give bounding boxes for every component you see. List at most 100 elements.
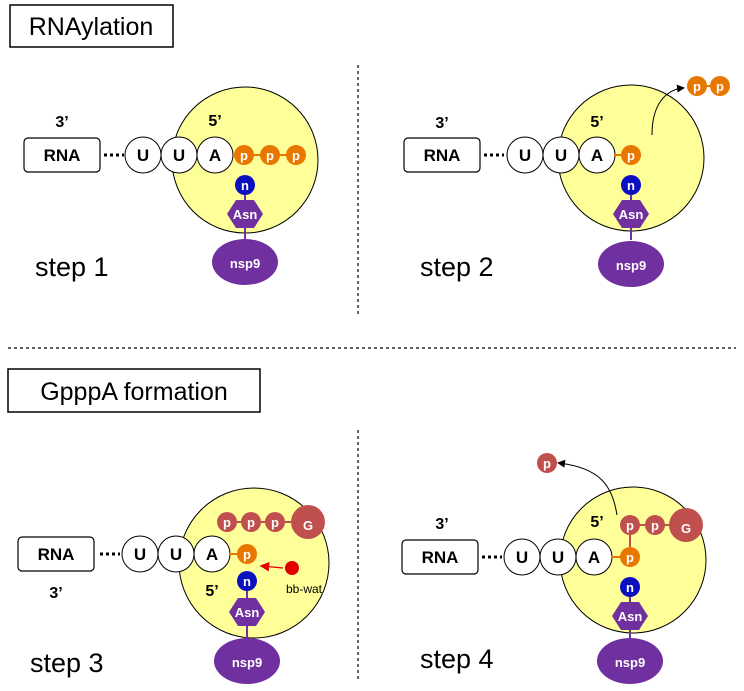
svg-text:Asn: Asn xyxy=(235,605,260,620)
svg-text:Asn: Asn xyxy=(233,207,258,222)
svg-text:p: p xyxy=(627,148,635,163)
svg-text:Asn: Asn xyxy=(619,207,644,222)
phosphate-alpha xyxy=(620,547,640,567)
nsp9-protein xyxy=(598,241,664,287)
three-prime-label: 3’ xyxy=(55,114,68,131)
asn-residue xyxy=(612,602,648,630)
title-gpppa-formation: GpppA formation xyxy=(7,368,261,413)
svg-text:G: G xyxy=(303,518,313,533)
svg-text:nsp9: nsp9 xyxy=(615,655,645,670)
svg-text:n: n xyxy=(243,574,251,589)
bb-wat-label: bb-wat xyxy=(286,582,323,596)
n-terminus xyxy=(621,175,641,195)
phosphate-gamma xyxy=(286,145,306,165)
panel-step-3: RNA 3’ U U A 5’ p p p p G bb-wat n Asn n… xyxy=(17,487,330,684)
svg-text:p: p xyxy=(247,515,255,530)
svg-text:nsp9: nsp9 xyxy=(616,258,646,273)
bb-wat-molecule xyxy=(285,561,299,575)
gtp-phosphate-2 xyxy=(241,512,261,532)
rna-box xyxy=(401,539,479,575)
n-terminus xyxy=(620,577,640,597)
five-prime-label: 5’ xyxy=(208,113,221,130)
svg-text:n: n xyxy=(626,580,634,595)
svg-text:A: A xyxy=(206,545,218,564)
released-pyrophosphate-2 xyxy=(710,76,730,96)
step-2-label: step 2 xyxy=(420,252,494,282)
panel-step-1: RNA 3’ U U A 5’ p p p n Asn nsp9 step 1 xyxy=(23,86,319,285)
release-arrow xyxy=(651,84,685,136)
title-rnaylation: RNAylation xyxy=(9,4,174,48)
n-terminus xyxy=(237,571,257,591)
svg-text:p: p xyxy=(716,79,724,94)
guanosine xyxy=(291,505,325,539)
svg-text:nsp9: nsp9 xyxy=(232,655,262,670)
rna-box xyxy=(17,536,95,572)
rna-label: RNA xyxy=(44,146,81,165)
cap-phosphate-2 xyxy=(645,515,665,535)
svg-text:p: p xyxy=(626,518,634,533)
step-4-label: step 4 xyxy=(420,644,494,674)
nucleophilic-attack-arrow xyxy=(259,561,284,572)
n-terminus xyxy=(235,175,255,195)
rna-box xyxy=(23,137,101,173)
svg-text:U: U xyxy=(173,146,185,165)
svg-text:p: p xyxy=(651,518,659,533)
svg-text:p: p xyxy=(271,515,279,530)
cap-phosphate-1 xyxy=(620,515,640,535)
svg-text:A: A xyxy=(591,146,603,165)
nsp9-protein xyxy=(212,239,278,285)
three-prime-label: 3’ xyxy=(49,585,62,602)
released-pyrophosphate-1 xyxy=(687,76,707,96)
svg-text:U: U xyxy=(170,545,182,564)
nucleotide-a xyxy=(196,136,234,174)
release-arrow xyxy=(557,459,618,516)
nsp9-protein xyxy=(597,638,663,684)
svg-text:p: p xyxy=(240,148,248,163)
phosphate-beta xyxy=(260,145,280,165)
svg-text:U: U xyxy=(519,146,531,165)
svg-text:p: p xyxy=(626,550,634,565)
svg-text:p: p xyxy=(243,547,251,562)
svg-text:p: p xyxy=(223,515,231,530)
svg-text:A: A xyxy=(209,146,221,165)
three-prime-label: 3’ xyxy=(435,115,448,132)
five-prime-label: 5’ xyxy=(590,114,603,131)
svg-text:RNA: RNA xyxy=(424,146,461,165)
svg-text:G: G xyxy=(681,521,691,536)
asn-residue xyxy=(613,200,649,228)
svg-text:U: U xyxy=(552,548,564,567)
panel-step-2: RNA 3’ U U A 5’ p p p n Asn nsp9 step 2 xyxy=(403,76,730,287)
svg-text:U: U xyxy=(134,545,146,564)
rna-box xyxy=(403,137,481,173)
asn-residue xyxy=(229,598,265,626)
step-1-label: step 1 xyxy=(35,252,109,282)
svg-text:n: n xyxy=(627,178,635,193)
cap-guanosine xyxy=(669,508,703,542)
svg-text:p: p xyxy=(693,79,701,94)
svg-text:GpppA formation: GpppA formation xyxy=(40,378,228,406)
svg-text:n: n xyxy=(241,178,249,193)
released-phosphate xyxy=(537,453,557,473)
svg-text:U: U xyxy=(137,146,149,165)
svg-text:U: U xyxy=(516,548,528,567)
step-3-label: step 3 xyxy=(30,648,104,678)
gtp-phosphate-3 xyxy=(265,512,285,532)
svg-text:p: p xyxy=(292,148,300,163)
phosphate-alpha xyxy=(237,544,257,564)
svg-text:Asn: Asn xyxy=(618,609,643,624)
five-prime-label: 5’ xyxy=(590,514,603,531)
svg-text:nsp9: nsp9 xyxy=(230,256,260,271)
phosphate-alpha xyxy=(621,145,641,165)
five-prime-label: 5’ xyxy=(205,583,218,600)
svg-text:RNA: RNA xyxy=(422,548,459,567)
svg-text:p: p xyxy=(266,148,274,163)
panel-step-4: RNA 3’ U U A 5’ p p p G p n Asn nsp9 ste… xyxy=(401,453,707,684)
svg-text:RNA: RNA xyxy=(38,545,75,564)
gtp-phosphate-1 xyxy=(217,512,237,532)
svg-text:RNAylation: RNAylation xyxy=(29,13,154,41)
phosphate-alpha xyxy=(234,145,254,165)
svg-text:A: A xyxy=(588,548,600,567)
svg-text:U: U xyxy=(555,146,567,165)
svg-text:p: p xyxy=(543,456,551,471)
